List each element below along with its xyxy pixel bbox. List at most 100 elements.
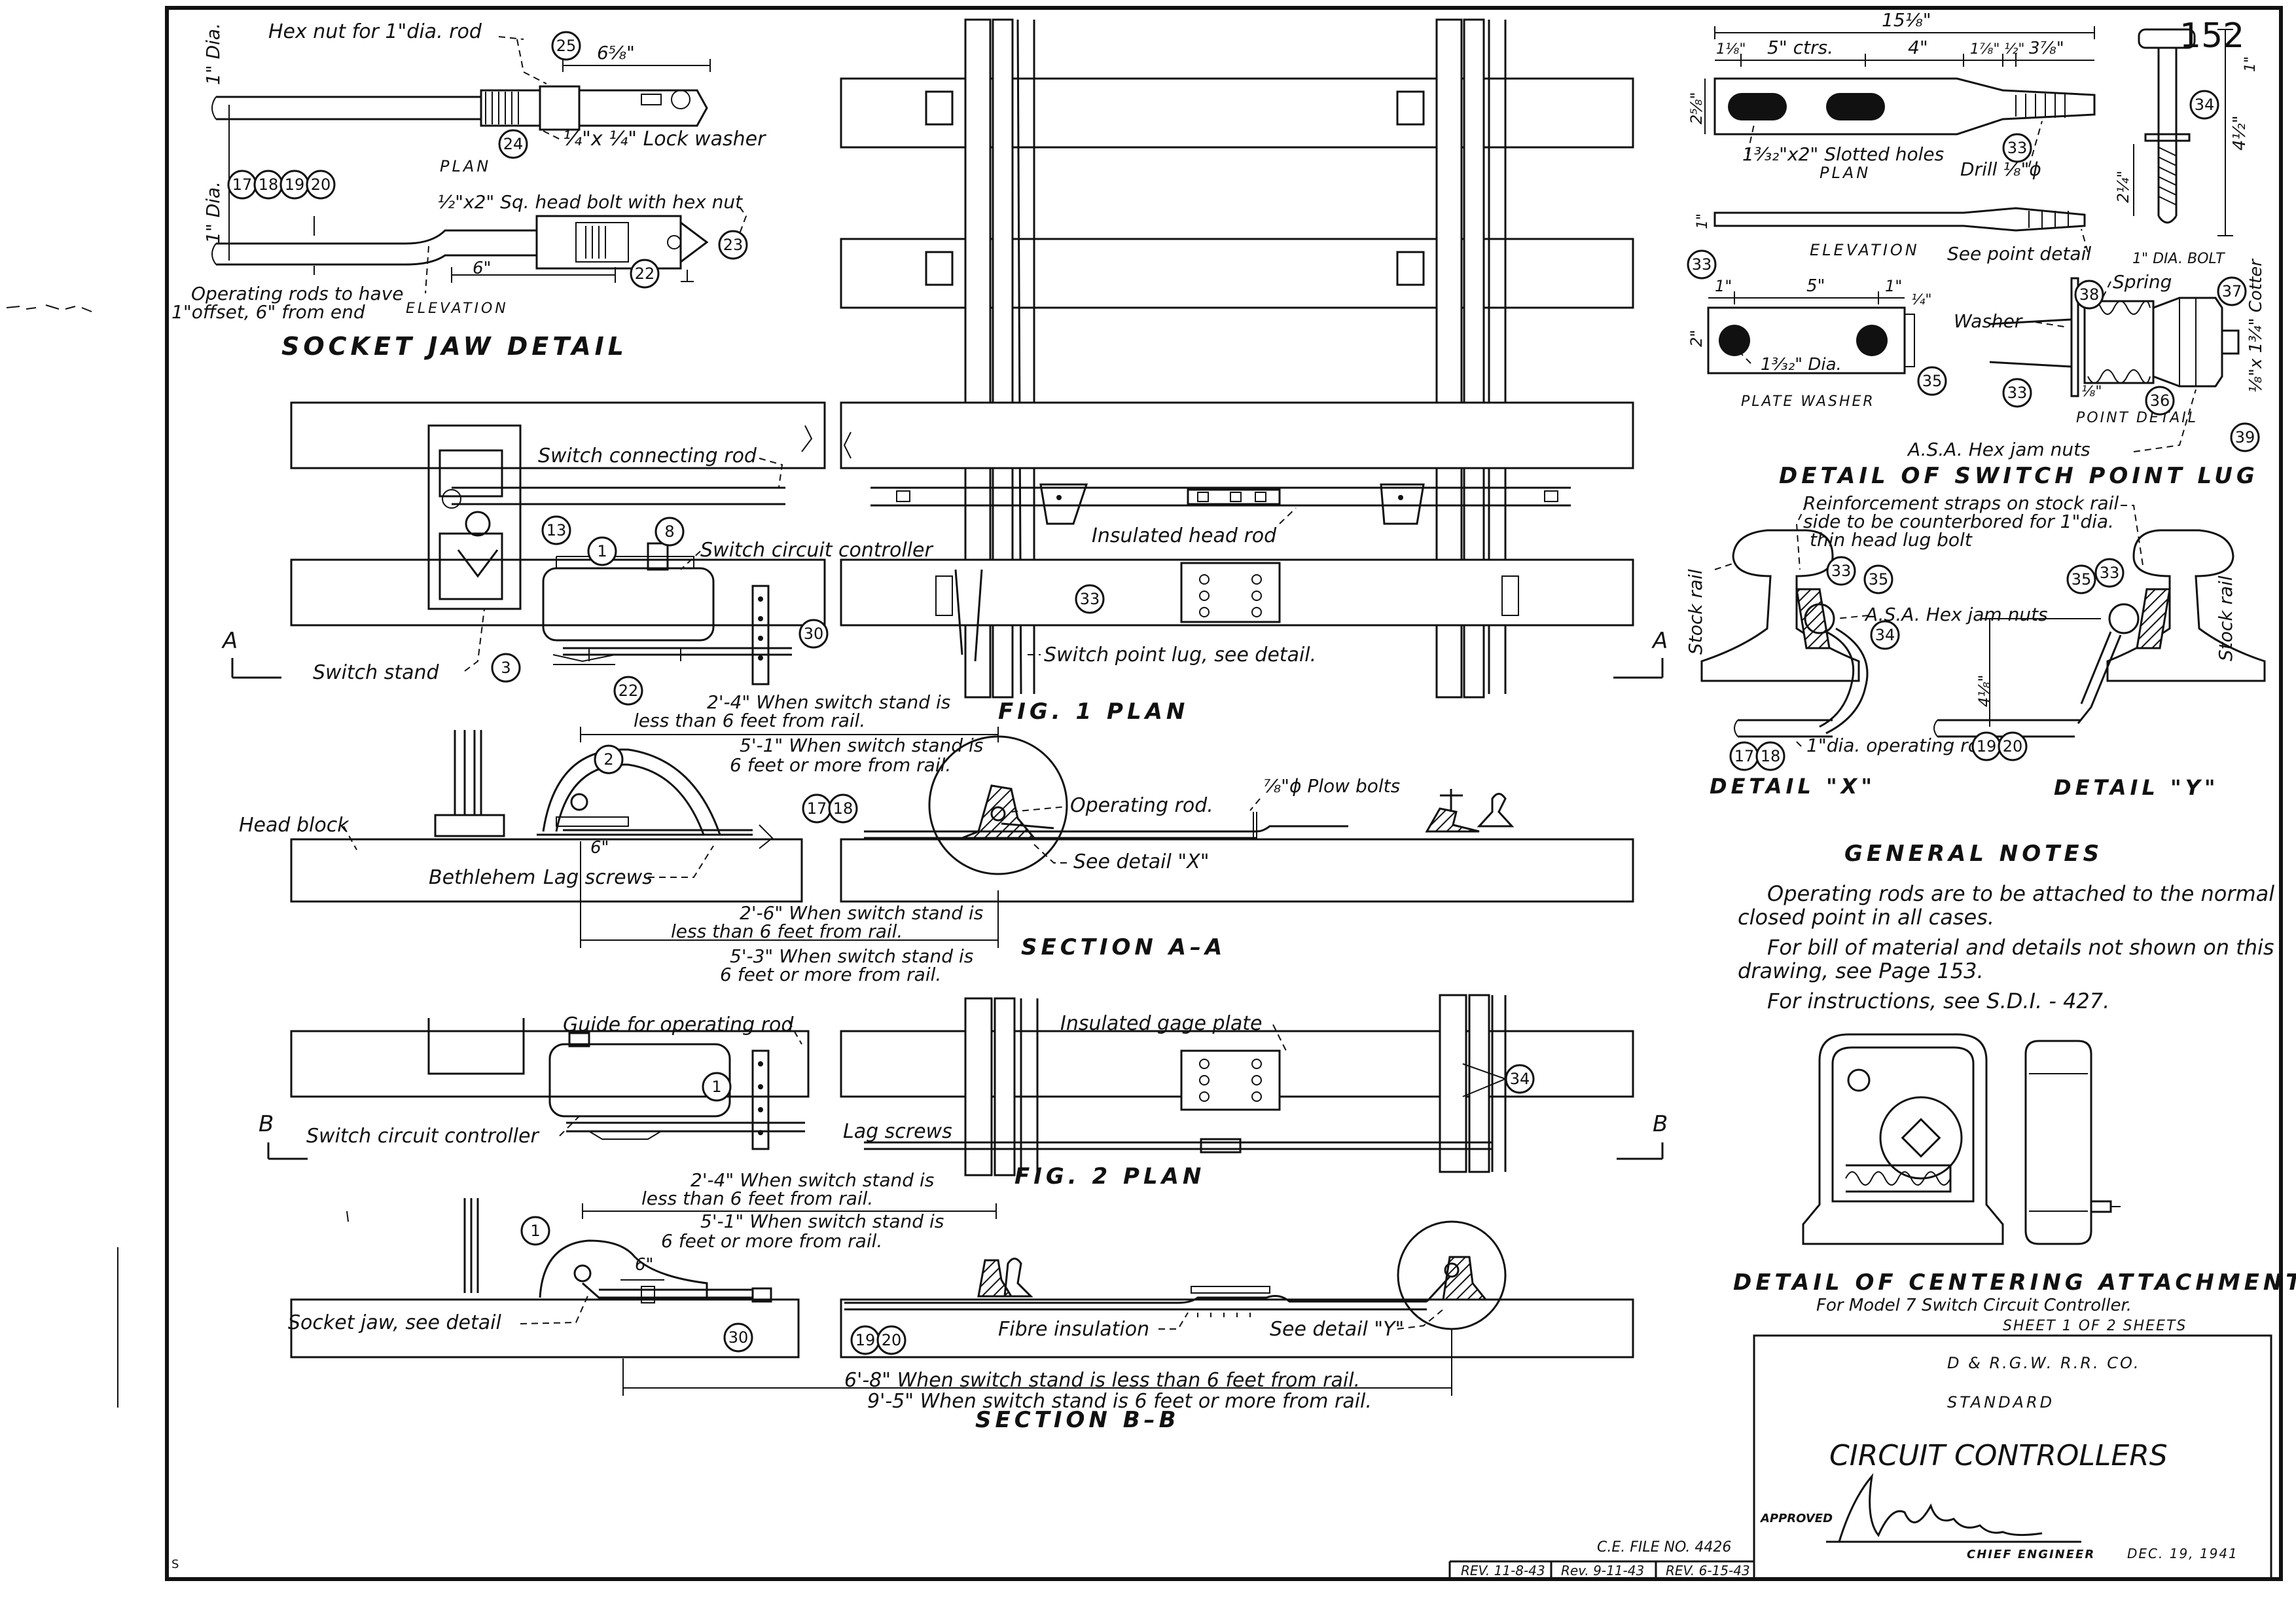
corner-s: S [171,1557,179,1571]
balloon-19: 19 [279,170,310,200]
svg-text:20: 20 [311,175,331,194]
balloon-34: 34 [2189,90,2219,120]
sq-head-bolt-label: ½"x2" Sq. head bolt with hex nut [437,191,743,213]
socket-jaw-detail: Hex nut for 1"dia. rod 6⅝" ¼"x ¼" Lock w… [171,20,766,361]
fig1-caption: FIG. 1 PLAN [998,699,1189,725]
svg-text:35: 35 [1922,372,1943,390]
pw-thk: ¼" [1911,292,1931,308]
balloon-20: 20 [1998,731,2028,761]
bolt-head: 1" [2242,56,2259,72]
hex-nut-label: Hex nut for 1"dia. rod [268,20,482,43]
section-bb-balloons: 1 30 19 20 [520,1216,906,1355]
balloon-33: 33 [2002,378,2032,408]
aa-dim-upper-1b: less than 6 feet from rail. [634,710,865,731]
balloon-35: 35 [1917,366,1947,396]
svg-text:39: 39 [2235,428,2255,446]
point-detail-label: POINT DETAIL [2076,410,2198,426]
switch-point-lug-label: Switch point lug, see detail. [1044,644,1316,666]
svg-text:2: 2 [603,750,613,769]
details-xy-balloons: 33 35 34 35 33 17 18 19 20 [1729,556,2125,771]
section-mark-b-right: B [1653,1111,1668,1137]
socket-elevation-label: ELEVATION [406,301,509,317]
svg-text:1: 1 [530,1222,540,1240]
dia-top-label: 1" Dia. [202,23,224,85]
bolt-thread: 2¼" [2114,170,2132,203]
balloon-36: 36 [2145,386,2175,416]
fig1-controller-label: Switch circuit controller [700,539,933,562]
balloon-33: 33 [2094,558,2125,588]
svg-text:33: 33 [1831,562,1852,580]
pw-dia: 1³⁄₃₂" Dia. [1761,355,1842,374]
svg-text:37: 37 [2222,282,2242,301]
drill-label: Drill ⅛"ϕ [1960,158,2041,180]
balloon-34: 34 [1505,1064,1535,1094]
svg-text:19: 19 [285,175,305,194]
svg-text:17: 17 [807,799,827,818]
svg-text:33: 33 [2100,564,2120,582]
pw-d1: 1" [1715,277,1732,295]
plate-washer-balloons: 35 [1917,366,1947,396]
sheet-border [165,6,2283,1581]
xy-dim: 4⅛" [1975,674,1994,707]
balloon-17: 17 [227,170,257,200]
balloon-24: 24 [498,129,528,159]
fibre-insulation-label: Fibre insulation [998,1318,1149,1341]
svg-text:36: 36 [2150,392,2170,410]
balloon-33: 33 [1075,584,1105,614]
centering-attachment-detail: DETAIL OF CENTERING ATTACHMENT For Model… [1733,1033,2296,1315]
chief-engineer: CHIEF ENGINEER [1967,1548,2095,1561]
switch-connecting-rod-label: Switch connecting rod [538,445,757,467]
fig2-lag-screws-label: Lag screws [843,1120,952,1143]
socket-jaw-balloons: 25 24 17 18 19 20 23 22 [227,31,748,289]
balloon-18: 18 [1755,741,1785,771]
see-detail-y-label: See detail "Y" [1270,1318,1404,1341]
balloon-33: 33 [1826,556,1856,586]
pd-jam-nuts: A.S.A. Hex jam nuts [1907,439,2090,460]
bolt-len: 4½" [2230,115,2250,151]
balloon-1: 1 [587,536,617,566]
section-bb: 6" Socket jaw, see detail 2'-4" When swi… [288,1169,1634,1433]
bb-dim-upper-1b: less than 6 feet from rail. [641,1188,873,1209]
aa-dim-upper-1a: 2'-4" When switch stand is [707,691,950,713]
svg-text:33: 33 [1080,590,1100,608]
lug-height: 2⅝" [1687,92,1706,124]
switch-stand-label: Switch stand [313,661,440,684]
fig1-balloons: 13 8 1 3 22 30 33 [491,515,1105,706]
offset-note-2: 1"offset, 6" from end [171,301,365,323]
balloon-33: 33 [1687,249,1717,280]
balloon-13: 13 [541,515,571,545]
reinf-3: thin head lug bolt [1810,529,1973,551]
svg-text:20: 20 [2003,737,2023,756]
centering-sub: For Model 7 Switch Circuit Controller. [1816,1296,2132,1315]
svg-text:17: 17 [232,175,253,194]
dia-bottom-label: 1" Dia. [202,181,224,244]
fig2-balloons: 1 34 [702,1064,1535,1102]
slotted-holes-label: 1³⁄₃₂"x2" Slotted holes [1742,143,1944,165]
balloon-30: 30 [723,1322,753,1353]
socket-jaw-title: SOCKET JAW DETAIL [281,332,628,361]
svg-text:25: 25 [556,37,577,55]
balloon-30: 30 [798,619,829,649]
plate-washer-detail: 1" 5" 1" 2" 1³⁄₃₂" Dia. ¼" PLATE WASHER [1687,276,1931,410]
balloon-8: 8 [655,517,685,547]
jam-nuts-xy: A.S.A. Hex jam nuts [1864,604,2048,625]
aa-dim-lower-1a: 2'-6" When switch stand is [740,902,983,924]
aa-dim-upper-2b: 6 feet or more from rail. [730,754,951,776]
balloon-37: 37 [2217,276,2247,306]
svg-text:13: 13 [547,521,567,539]
lug-title: DETAIL OF SWITCH POINT LUG [1779,463,2259,489]
insulated-head-rod-label: Insulated head rod [1092,524,1277,547]
dim-plan-label: 6⅝" [597,42,635,64]
balloon-18: 18 [253,170,283,200]
drawing-title: CIRCUIT CONTROLLERS [1829,1439,2168,1472]
svg-text:22: 22 [619,682,639,700]
engineer-signature [1838,1473,2043,1542]
svg-text:33: 33 [1692,255,1712,274]
file-number: C.E. FILE NO. 4426 [1597,1539,1731,1556]
svg-text:34: 34 [1875,626,1895,644]
lug-plan-label: PLAN [1820,164,1871,182]
section-aa: Head block Bethlehem Lag screws 6" 2'-4"… [239,691,1634,985]
lug-balloons: 33 34 33 [1687,90,2219,280]
head-block-label: Head block [239,814,350,837]
